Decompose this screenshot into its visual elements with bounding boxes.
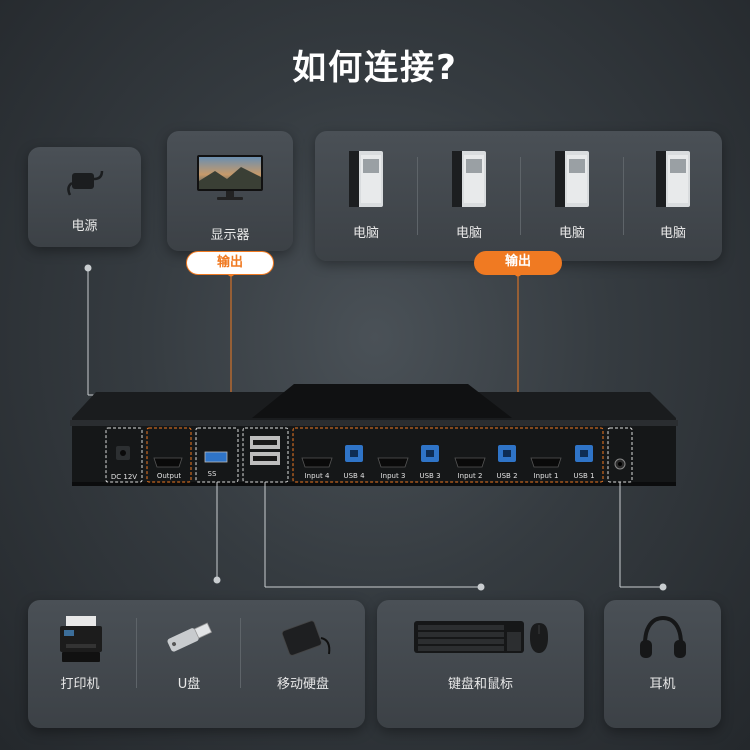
external-drive-label: 移动硬盘: [276, 677, 329, 692]
computers-card: 电脑 电脑 电脑 电脑: [315, 131, 722, 261]
keyboard-mouse-card: 键盘和鼠标: [377, 600, 584, 728]
port-label-usb4: USB 4: [343, 472, 365, 480]
port-label-input4: Input 4: [305, 472, 330, 480]
headphones-connector-line: [619, 482, 667, 591]
mouse-icon: [530, 623, 548, 653]
keyboard-icon: [414, 621, 524, 653]
kvm-switch-device: [70, 384, 678, 486]
port-label-dc: DC 12V: [111, 473, 137, 481]
divider: [417, 157, 418, 235]
port-label-ss: SS: [208, 470, 217, 478]
monitor-card: 显示器: [167, 131, 293, 251]
headphones-icon: [640, 615, 686, 658]
divider: [520, 157, 521, 235]
headphones-card: 耳机: [604, 600, 721, 728]
headphones-label: 耳机: [649, 677, 676, 692]
computer-item: 电脑: [521, 131, 623, 261]
computer-label: 电脑: [352, 226, 379, 241]
monitor-label: 显示器: [210, 228, 250, 243]
printer-icon: [60, 616, 102, 662]
usb-drive-item: U盘: [137, 600, 241, 728]
port-label-usb1: USB 1: [573, 472, 594, 480]
port-label-output: Output: [157, 472, 182, 480]
external-drive-item: 移动硬盘: [241, 600, 365, 728]
usb-devices-connector-line: [213, 482, 221, 584]
printer-item: 打印机: [28, 600, 132, 728]
computer-item: 电脑: [624, 131, 722, 261]
computer-item: 电脑: [418, 131, 520, 261]
printer-label: 打印机: [60, 677, 100, 692]
power-adapter-icon: [67, 170, 104, 196]
port-label-input2: Input 2: [458, 472, 483, 480]
monitor-icon: [197, 155, 263, 200]
page-title: 如何连接?: [292, 48, 458, 88]
port-labels: DC 12V Output SS Input 4 USB 4 Input 3 U…: [111, 470, 595, 481]
monitor-output-badge: 输出: [186, 251, 274, 275]
divider: [136, 618, 137, 688]
divider: [240, 618, 241, 688]
keyboard-mouse-label: 键盘和鼠标: [447, 677, 513, 692]
power-card: 电源: [28, 147, 141, 247]
computer-label: 电脑: [558, 226, 585, 241]
computer-item: 电脑: [315, 131, 417, 261]
pc-tower-icon: [656, 151, 690, 207]
computers-output-badge: 输出: [474, 251, 562, 275]
computer-label: 电脑: [659, 226, 686, 241]
power-label: 电源: [71, 219, 98, 234]
port-label-input3: Input 3: [381, 472, 406, 480]
computer-label: 电脑: [455, 226, 482, 241]
port-label-usb3: USB 3: [419, 472, 440, 480]
keyboard-mouse-connector-line: [264, 482, 485, 591]
port-label-input1: Input 1: [534, 472, 559, 480]
pc-tower-icon: [555, 151, 589, 207]
usb-drive-icon: [167, 622, 213, 652]
port-label-usb2: USB 2: [496, 472, 517, 480]
usb-drive-label: U盘: [177, 677, 201, 692]
divider: [623, 157, 624, 235]
pc-tower-icon: [452, 151, 486, 207]
pc-tower-icon: [349, 151, 383, 207]
external-hard-drive-icon: [281, 620, 331, 656]
usb-devices-card: 打印机 U盘 移动硬盘: [28, 600, 365, 728]
